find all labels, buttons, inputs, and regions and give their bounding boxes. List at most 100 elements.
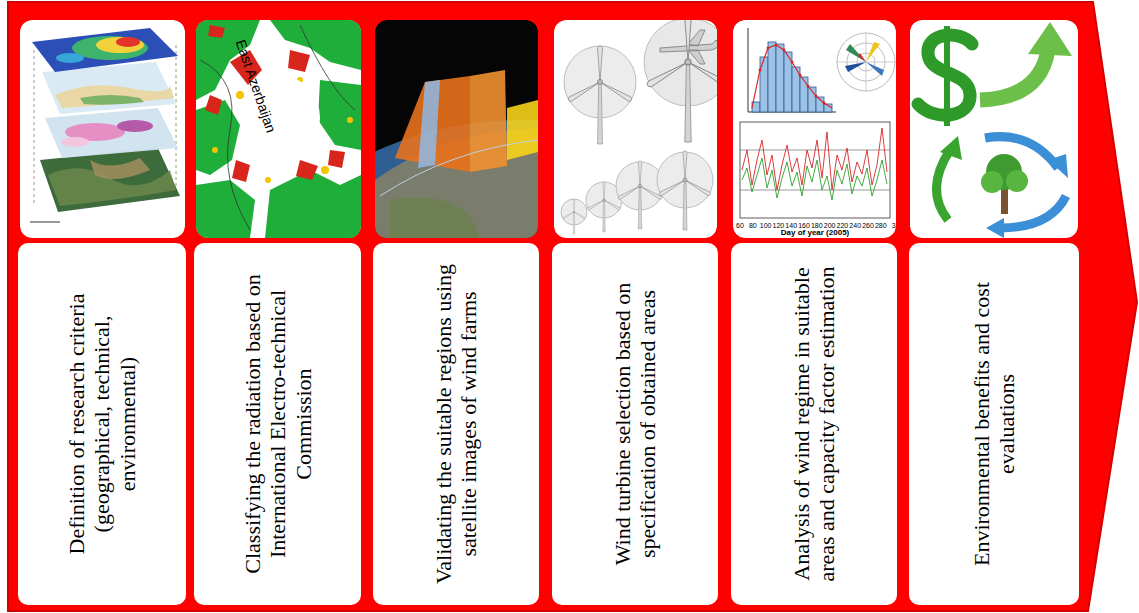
suitability-map-picture	[347, 117, 353, 123]
wind-turbines-picture	[646, 20, 717, 142]
suitability-map-picture	[265, 177, 271, 183]
step-text: Validating the suitable regions using sa…	[431, 263, 482, 585]
environment-cost-picture	[940, 136, 962, 160]
wind-statistics-picture	[768, 42, 776, 112]
wind-statistics-picture	[752, 45, 832, 108]
suitability-map-picture	[232, 160, 250, 182]
wind-statistics-picture	[837, 33, 895, 91]
axis-tick: 140	[785, 222, 797, 229]
environment-cost-picture	[1006, 170, 1028, 192]
axis-tick: 60	[736, 222, 744, 229]
gis-layers-picture	[116, 37, 140, 47]
wind-turbines-picture	[562, 199, 585, 234]
satellite-earth-picture	[418, 80, 440, 168]
environment-cost-picture	[1000, 196, 1066, 228]
step-box: Validating the suitable regions using sa…	[373, 243, 539, 605]
step-box: Environmental benefits and cost evaluati…	[909, 243, 1079, 605]
environment-cost-picture	[910, 20, 1078, 238]
wind-turbines-picture	[554, 20, 717, 238]
step-box: Analysis of wind regime in suitable area…	[731, 243, 897, 605]
suitability-map-picture	[196, 20, 361, 238]
wind-turbines-picture	[567, 46, 632, 144]
gis-layers-picture	[117, 120, 153, 132]
environment-cost-picture	[986, 218, 1004, 238]
step-text: Wind turbine selection based on specific…	[610, 263, 661, 585]
wind-statistics-picture	[799, 74, 802, 77]
step-text: Environmental benefits and cost evaluati…	[969, 263, 1020, 585]
suitability-map-picture	[196, 20, 361, 238]
wind-statistics-picture	[858, 53, 866, 62]
wind-statistics-picture	[791, 61, 794, 64]
suitability-map-picture	[296, 160, 318, 180]
gis-layers-picture	[90, 158, 150, 179]
axis-tick: 200	[824, 222, 836, 229]
wind-statistics-picture	[733, 20, 896, 238]
environment-cost-picture	[981, 171, 1003, 193]
wind-statistics-picture	[767, 47, 770, 50]
wind-statistics-picture	[866, 42, 880, 62]
gis-layers-picture	[32, 28, 178, 72]
wind-turbines-picture	[587, 181, 621, 232]
gis-layers-picture	[20, 20, 185, 238]
gis-layers-picture	[96, 37, 144, 53]
gis-layers-picture	[20, 20, 185, 238]
suitability-map-picture	[321, 166, 329, 174]
wind-statistics-picture	[800, 77, 808, 112]
wind-statistics-picture	[733, 20, 896, 238]
axis-tick: 80	[749, 222, 757, 229]
gis-layers-picture	[72, 36, 148, 60]
wind-statistics-picture	[740, 122, 890, 218]
gis-layers-picture	[176, 45, 177, 195]
wind-statistics-picture	[823, 102, 826, 105]
axis-tick: 120	[773, 222, 785, 229]
wind-statistics-picture	[748, 28, 749, 112]
satellite-earth-picture	[390, 197, 480, 238]
axis-tick: 160	[798, 222, 810, 229]
environment-cost-picture	[1028, 22, 1072, 56]
axis-title: Day of year (2005)	[781, 229, 849, 237]
suitability-map-picture	[265, 170, 361, 238]
gis-layers-picture	[80, 95, 144, 105]
axis-tick: 220	[837, 222, 849, 229]
axis-tick: 100	[760, 222, 772, 229]
environment-cost-picture	[1048, 154, 1068, 178]
satellite-earth-picture	[375, 20, 538, 238]
axis-tick: 280	[875, 222, 887, 229]
wind-statistics-picture	[742, 158, 887, 200]
wind-statistics-picture	[783, 49, 786, 52]
wind-turbines-picture	[644, 20, 717, 106]
environment-cost-picture	[980, 50, 1048, 100]
red-arrow-band	[8, 2, 1137, 611]
step-text: Definition of research criteria (geograp…	[64, 263, 140, 585]
suitability-map-picture	[212, 147, 218, 153]
suitability-map-picture	[236, 91, 244, 99]
suitability-map-picture	[288, 50, 310, 72]
step-box: Wind turbine selection based on specific…	[552, 243, 718, 605]
wind-statistics-picture	[759, 44, 826, 105]
wind-statistics-picture	[866, 62, 884, 76]
wind-statistics-picture	[807, 85, 810, 88]
axis-tick: 180	[811, 222, 823, 229]
wind-statistics-picture	[846, 44, 866, 62]
suitability-map-picture	[318, 80, 361, 150]
axis-tick: 240	[849, 222, 861, 229]
wind-statistics-picture	[752, 42, 832, 112]
suitability-map-picture	[328, 150, 345, 168]
environment-cost-picture	[944, 26, 950, 126]
wind-statistics-picture	[845, 62, 866, 72]
suitability-map-picture	[208, 25, 225, 38]
step-box: Classifying the radiation based on Inter…	[194, 243, 361, 605]
gis-layers-picture	[55, 85, 174, 108]
step-box: Definition of research criteria (geograp…	[18, 243, 186, 605]
suitability-map-picture	[205, 95, 222, 115]
wind-statistics-picture	[775, 44, 778, 47]
gis-layers-picture	[45, 108, 178, 158]
wind-turbines-picture	[659, 151, 712, 230]
wind-turbines-picture	[617, 161, 662, 229]
axis-tick: 3	[892, 222, 896, 229]
satellite-earth-picture	[507, 100, 538, 160]
step-text: Classifying the radiation based on Inter…	[240, 263, 316, 585]
satellite-earth-picture	[470, 70, 507, 172]
step-text: Analysis of wind regime in suitable area…	[789, 263, 840, 585]
